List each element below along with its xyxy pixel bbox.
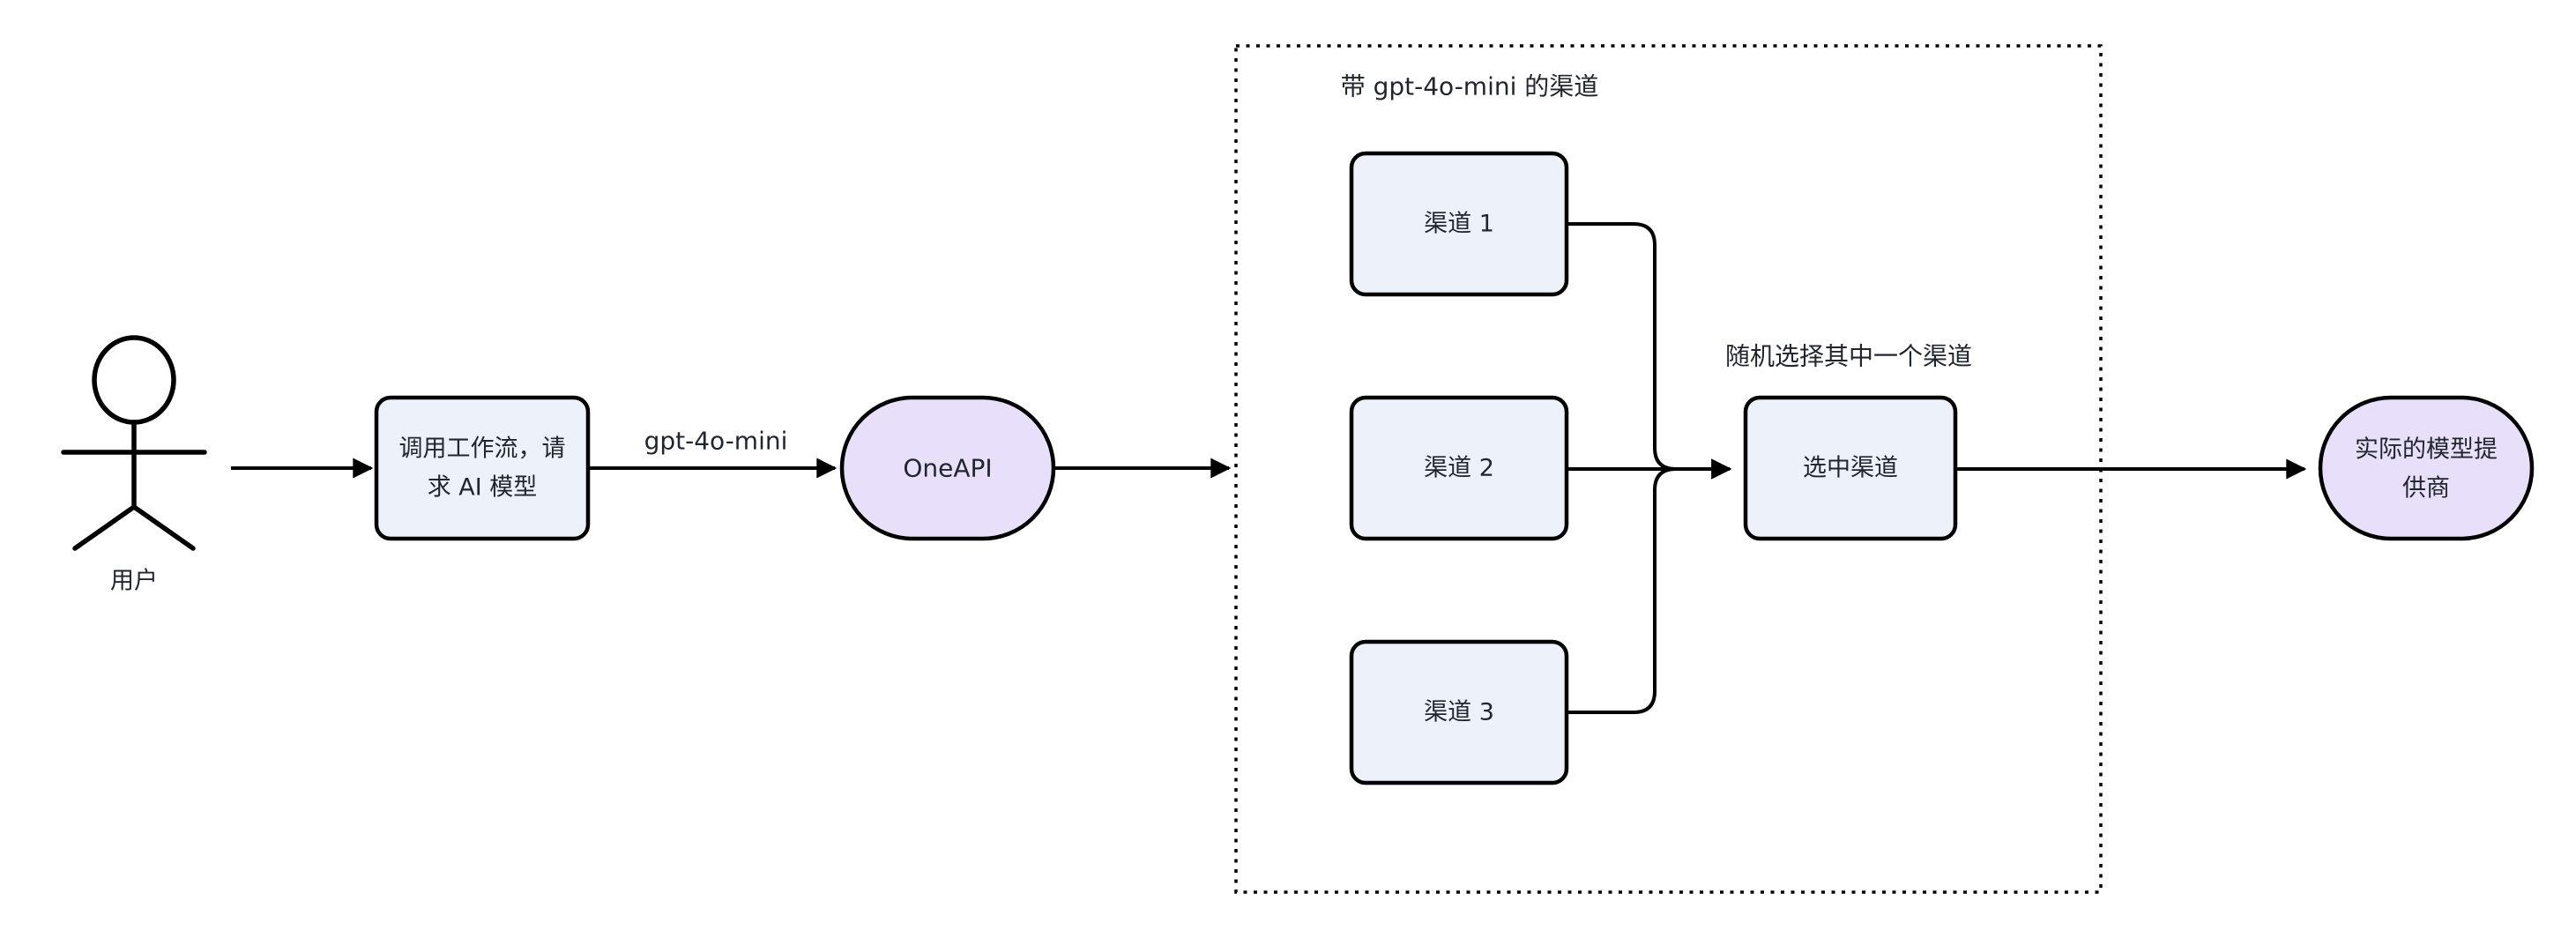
edge-channel3-to-selected (1567, 458, 1732, 714)
node-workflow-box (374, 395, 591, 541)
actor-head (92, 335, 176, 425)
node-workflow: 调用工作流，请 求 AI 模型 (374, 395, 591, 541)
edge-label-random-select: 随机选择其中一个渠道 (1725, 342, 1972, 371)
node-channel-2-box (1349, 395, 1569, 541)
node-channel-3-box (1349, 639, 1569, 785)
user-stick-figure-icon (61, 335, 207, 551)
node-oneapi-label: OneAPI (903, 454, 992, 483)
node-channel-3-label: 渠道 3 (1424, 699, 1494, 726)
node-channel-1: 渠道 1 (1349, 151, 1569, 297)
node-oneapi: OneAPI (839, 395, 1056, 541)
subgraph-channels-title: 带 gpt-4o-mini 的渠道 (1341, 72, 1599, 101)
node-channel-2-label: 渠道 2 (1424, 455, 1494, 482)
node-provider: 实际的模型提 供商 (2318, 395, 2535, 541)
node-provider-label-line2: 供商 (2402, 475, 2450, 502)
actor-label: 用户 (110, 568, 158, 595)
node-channel-2: 渠道 2 (1349, 395, 1569, 541)
node-channel-3: 渠道 3 (1349, 639, 1569, 785)
node-workflow-label-line2: 求 AI 模型 (428, 474, 538, 502)
node-channel-1-label: 渠道 1 (1424, 211, 1494, 238)
node-selected-channel-box (1743, 395, 1958, 541)
edge-channel1-to-selected (1567, 222, 1732, 480)
node-selected-channel-label: 选中渠道 (1803, 455, 1898, 482)
node-provider-shape (2318, 395, 2535, 541)
node-workflow-label-line1: 调用工作流，请 (399, 436, 566, 463)
node-provider-label-line1: 实际的模型提 (2355, 436, 2498, 464)
node-channel-1-box (1349, 151, 1569, 297)
node-selected-channel: 选中渠道 (1743, 395, 1958, 541)
edge-label-model: gpt-4o-mini (644, 427, 788, 456)
node-oneapi-shape (839, 395, 1056, 541)
actor-legs (72, 503, 196, 551)
